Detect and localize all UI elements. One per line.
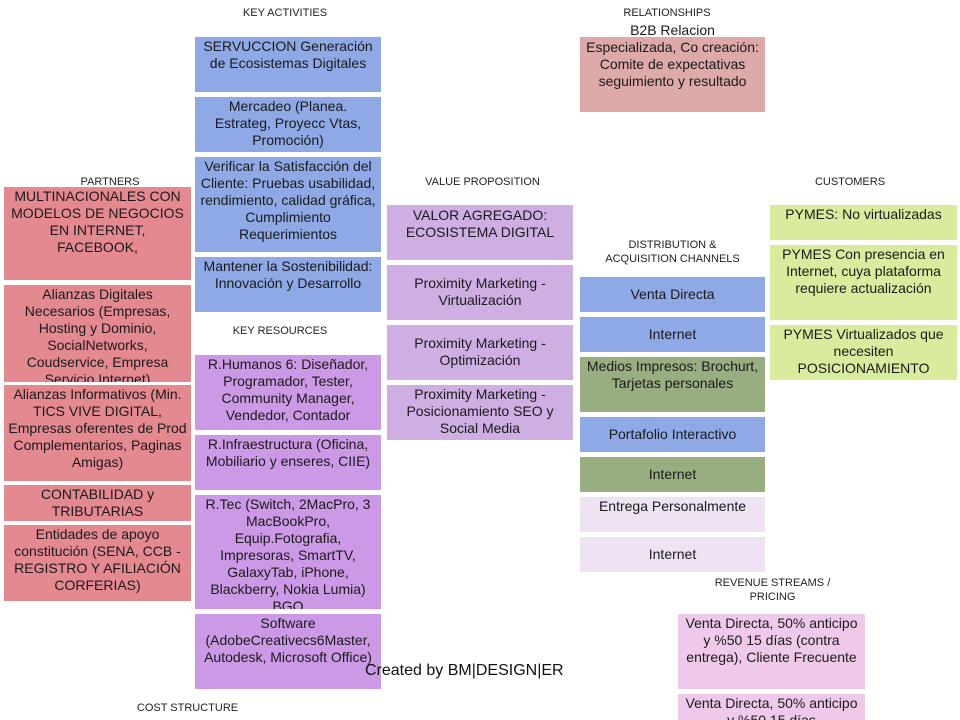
customer-box: PYMES: No virtualizadas bbox=[770, 205, 957, 240]
value-proposition-box: Proximity Marketing - Optimización bbox=[387, 325, 573, 380]
footer-credit: Created by BM|DESIGN|ER bbox=[365, 662, 564, 679]
key-activity-box: Mercadeo (Planea. Estrateg, Proyecc Vtas… bbox=[195, 97, 381, 152]
cost-structure-header: COST STRUCTURE bbox=[136, 702, 239, 714]
revenue-header: REVENUE STREAMS / PRICING bbox=[714, 577, 831, 603]
channel-box: Venta Directa bbox=[580, 277, 765, 312]
channel-box: Internet bbox=[580, 317, 765, 352]
partner-box: Alianzas Informativos (Min. TICS VIVE DI… bbox=[4, 385, 191, 481]
revenue-box: Venta Directa, 50% anticipo y %50 15 día… bbox=[678, 694, 865, 720]
relationship-text: B2B Relacion Especializada, Co creación:… bbox=[586, 22, 759, 89]
value-proposition-box: VALOR AGREGADO: ECOSISTEMA DIGITAL bbox=[387, 205, 573, 260]
partners-header: PARTNERS bbox=[80, 176, 140, 188]
partner-box: CONTABILIDAD y TRIBUTARIAS bbox=[4, 485, 191, 521]
customer-box: PYMES Con presencia en Internet, cuya pl… bbox=[770, 245, 957, 320]
value-proposition-box: Proximity Marketing - Posicionamiento SE… bbox=[387, 385, 573, 440]
partner-box: Entidades de apoyo constitución (SENA, C… bbox=[4, 525, 191, 601]
value-proposition-header: VALUE PROPOSITION bbox=[425, 176, 540, 188]
customers-header: CUSTOMERS bbox=[814, 176, 886, 188]
customer-box: PYMES Virtualizados que necesiten POSICI… bbox=[770, 325, 957, 380]
value-proposition-box: Proximity Marketing - Virtualización bbox=[387, 265, 573, 320]
key-resource-box: Software (AdobeCreativecs6Master, Autode… bbox=[195, 614, 381, 689]
channel-box: Internet bbox=[580, 457, 765, 492]
channel-box: Internet bbox=[580, 537, 765, 572]
channel-box: Portafolio Interactivo bbox=[580, 417, 765, 452]
key-activity-box: Verificar la Satisfacción del Cliente: P… bbox=[195, 157, 381, 252]
distribution-header: DISTRIBUTION & ACQUISITION CHANNELS bbox=[605, 239, 740, 265]
relationships-header: RELATIONSHIPS bbox=[623, 7, 711, 19]
key-resource-box: R.Humanos 6: Diseñador, Programador, Tes… bbox=[195, 355, 381, 430]
channel-box: Medios Impresos: Brochurt, Tarjetas pers… bbox=[580, 357, 765, 412]
channel-box: Entrega Personalmente bbox=[580, 497, 765, 532]
key-activity-box: SERVUCCION Generación de Ecosistemas Dig… bbox=[195, 37, 381, 92]
key-resource-box: R.Tec (Switch, 2MacPro, 3 MacBookPro, Eq… bbox=[195, 495, 381, 609]
partner-box: Alianzas Digitales Necesarios (Empresas,… bbox=[4, 285, 191, 382]
key-resources-header: KEY RESOURCES bbox=[232, 325, 328, 337]
key-resource-box: R.Infraestructura (Oficina, Mobiliario y… bbox=[195, 435, 381, 490]
key-activity-box: Mantener la Sostenibilidad: Innovación y… bbox=[195, 257, 381, 312]
relationship-box: B2B Relacion Especializada, Co creación:… bbox=[580, 22, 765, 133]
revenue-box: Venta Directa, 50% anticipo y %50 15 día… bbox=[678, 614, 865, 689]
key-activities-header: KEY ACTIVITIES bbox=[242, 7, 328, 19]
partner-box: MULTINACIONALES CON MODELOS DE NEGOCIOS … bbox=[4, 187, 191, 280]
